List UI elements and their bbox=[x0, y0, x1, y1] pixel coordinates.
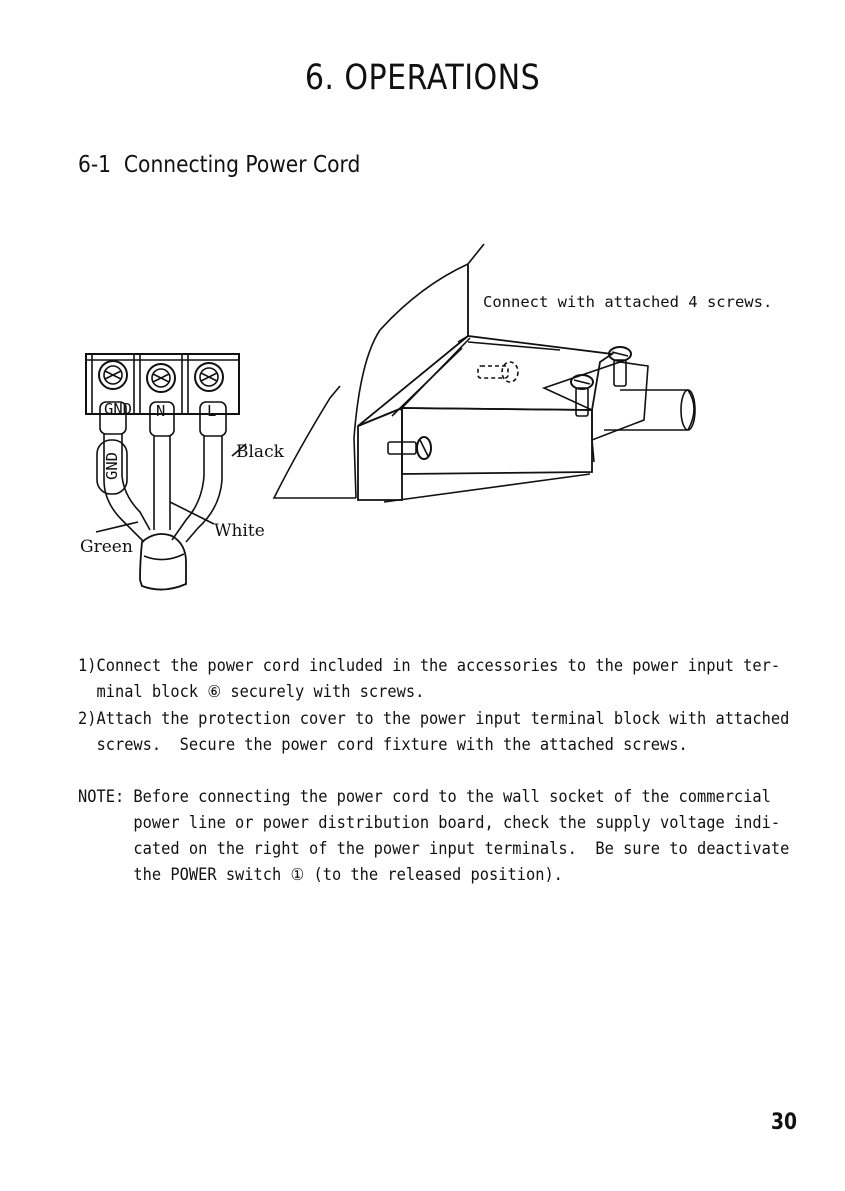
terminal-screw-icon bbox=[194, 362, 224, 392]
terminal-block-drawing: GND N L GND bbox=[85, 353, 247, 591]
protection-cover-drawing bbox=[272, 243, 696, 503]
label-green: Green bbox=[80, 537, 133, 557]
page-title: 6. OPERATIONS bbox=[304, 58, 541, 98]
cover-screw-icon bbox=[387, 436, 432, 460]
page-number: 30 bbox=[771, 1110, 798, 1135]
note-line1: NOTE: Before connecting the power cord t… bbox=[78, 787, 771, 806]
step1-line2: minal block ⑥ securely with screws. bbox=[78, 682, 425, 701]
cover-screw-icon bbox=[608, 346, 632, 387]
label-connect-screws: Connect with attached 4 screws. bbox=[483, 293, 772, 311]
note-line2: power line or power distribution board, … bbox=[78, 813, 781, 832]
terminal-label-l: L bbox=[207, 402, 216, 420]
terminal-screw-icon bbox=[98, 360, 128, 390]
note-line4: the POWER switch ① (to the released posi… bbox=[78, 865, 563, 884]
step1-line1: 1)Connect the power cord included in the… bbox=[78, 656, 781, 675]
terminal-label-gnd: GND bbox=[104, 400, 132, 418]
step2-line2: screws. Secure the power cord fixture wi… bbox=[78, 735, 688, 754]
step2-line1: 2)Attach the protection cover to the pow… bbox=[78, 709, 790, 728]
cover-screw-icon bbox=[570, 374, 594, 417]
hidden-screw-icon bbox=[477, 361, 519, 383]
label-black: Black bbox=[236, 442, 285, 462]
power-cord-figure: GND N L GND Black White Green bbox=[80, 243, 772, 591]
label-white: White bbox=[214, 521, 265, 541]
note-line3: cated on the right of the power input te… bbox=[78, 839, 790, 858]
terminal-screw-icon bbox=[146, 363, 176, 393]
wire-tag-gnd: GND bbox=[103, 452, 121, 480]
terminal-label-n: N bbox=[156, 402, 165, 420]
section-heading: 6-1 Connecting Power Cord bbox=[78, 152, 361, 178]
